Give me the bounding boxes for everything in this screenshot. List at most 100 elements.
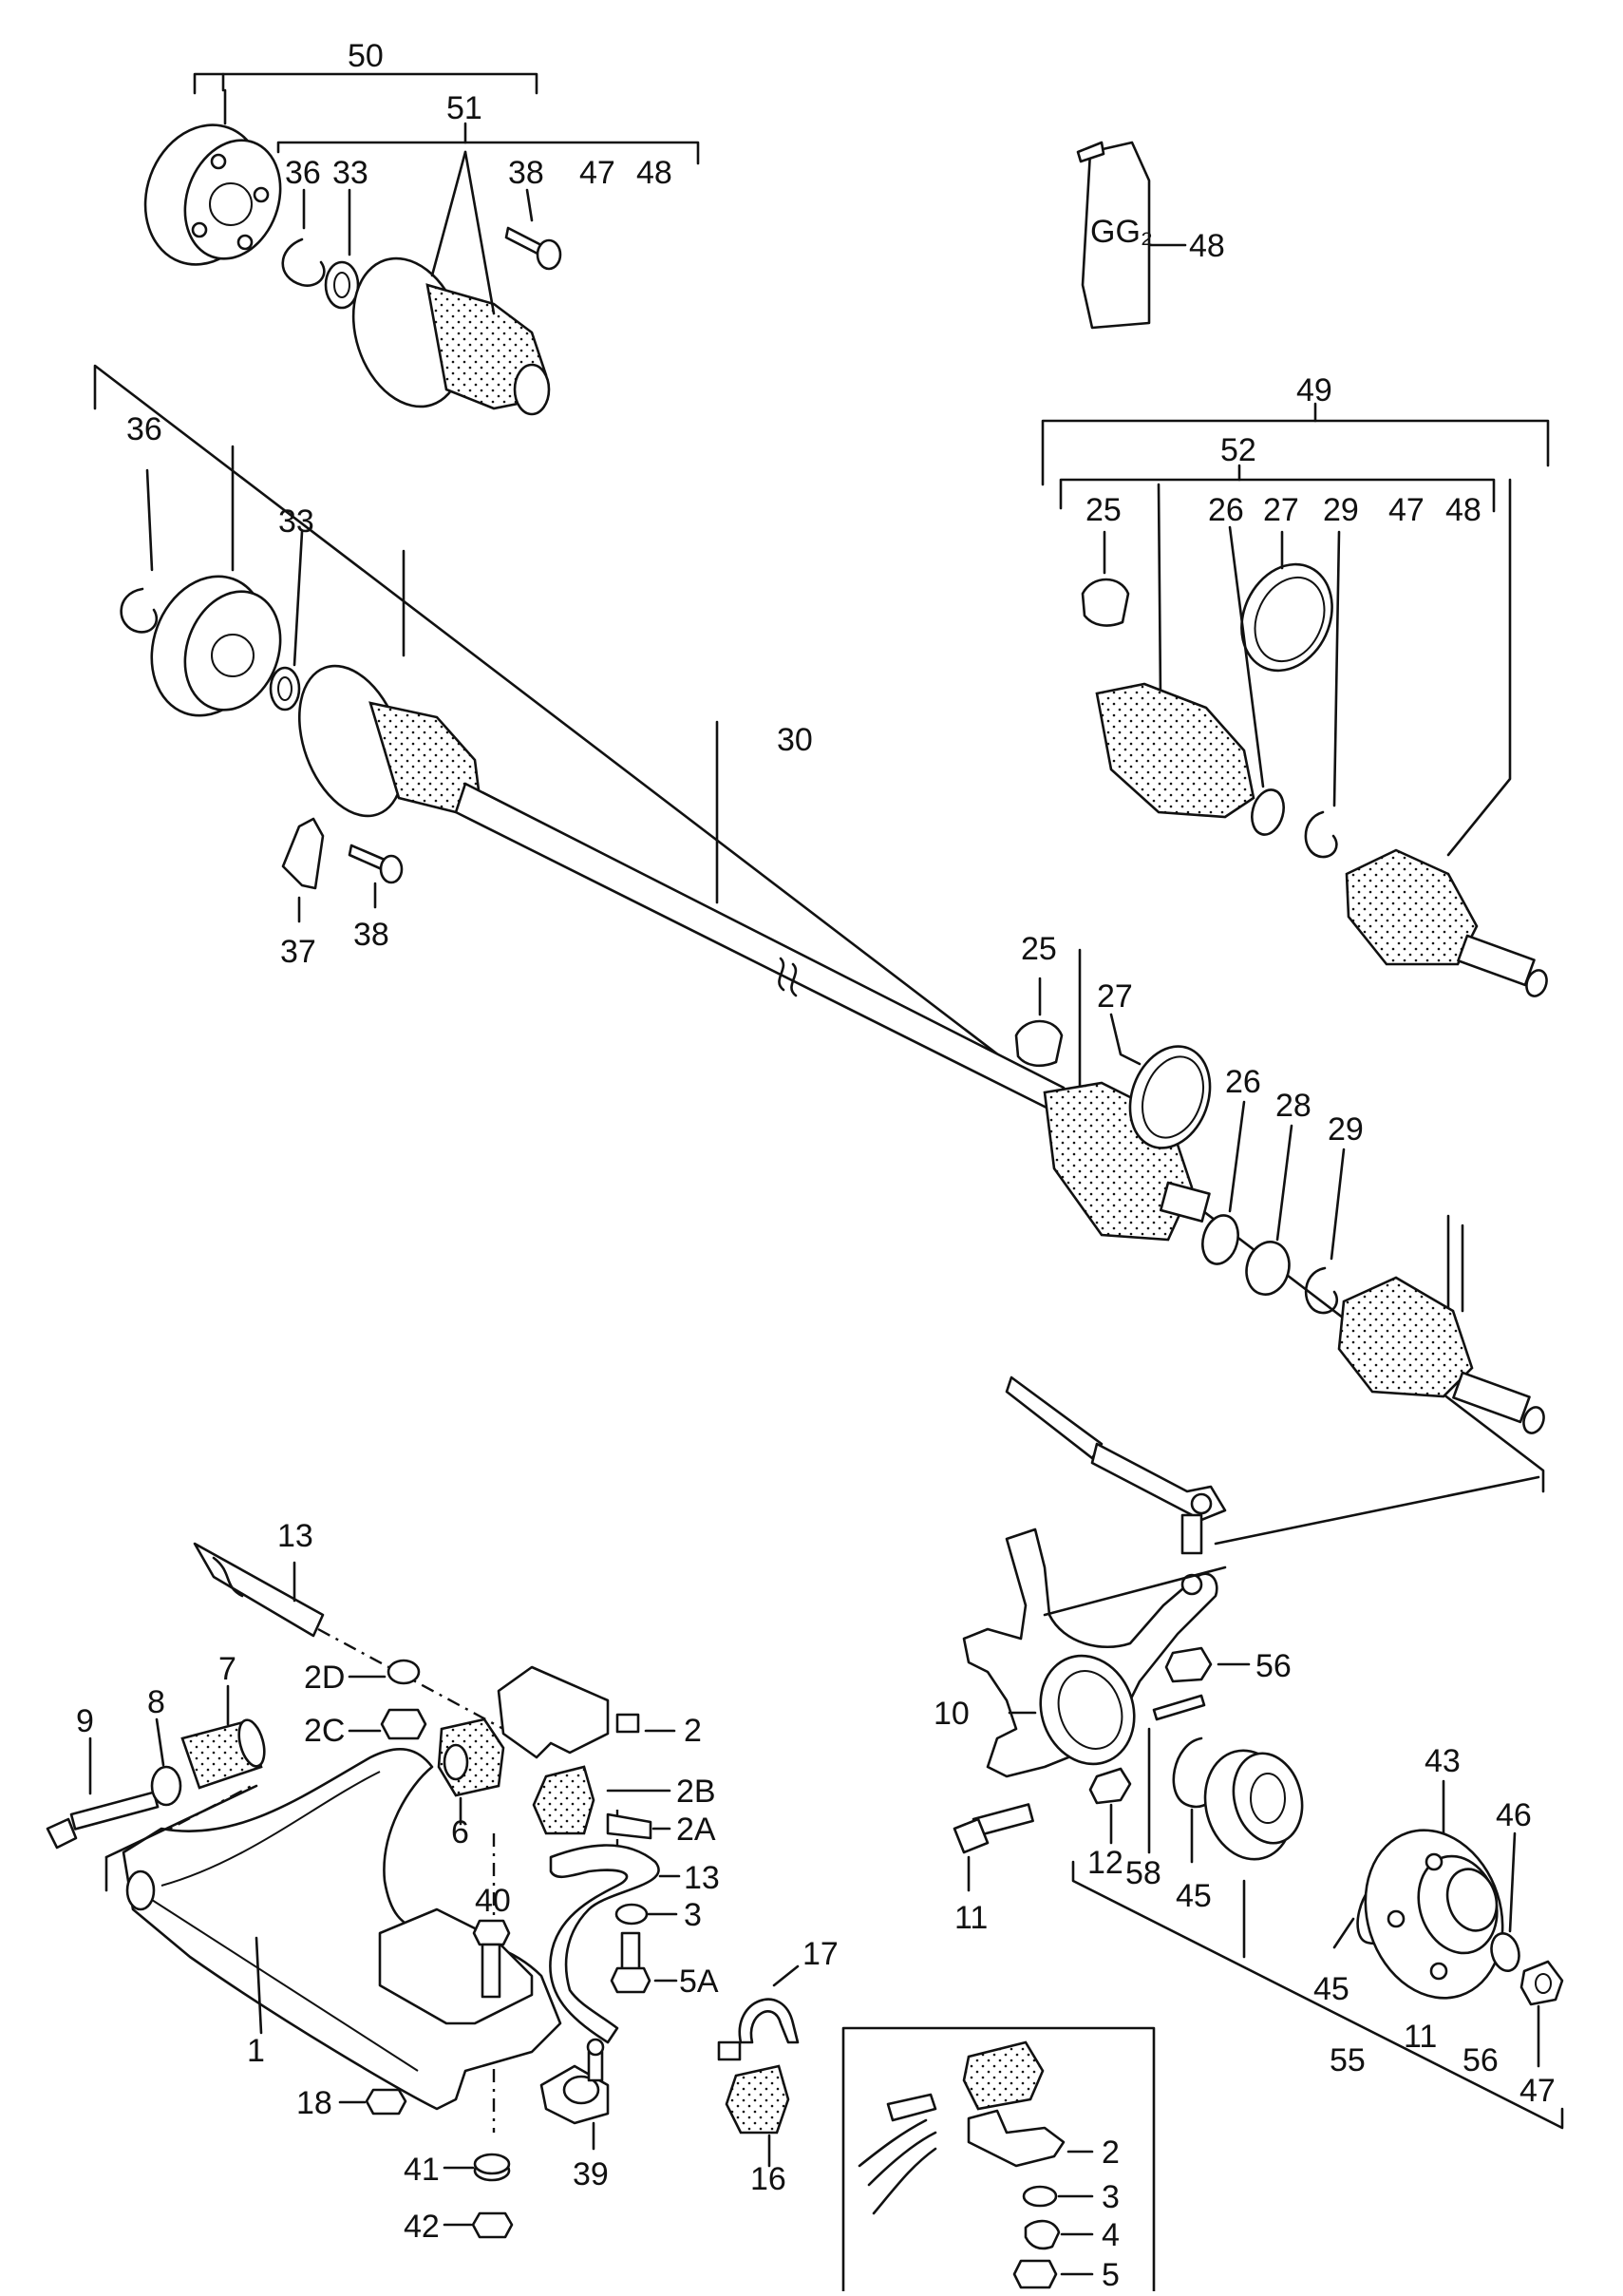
label-55: 55: [1330, 2042, 1366, 2078]
part-3-washer: [614, 1903, 678, 1926]
part-2B-bushing: [532, 1765, 671, 1835]
label-47: 47: [1388, 492, 1425, 528]
group-50-bracket: [193, 72, 700, 165]
part-46-washer: [1490, 1831, 1520, 1972]
label-45: 45: [1176, 1878, 1212, 1914]
part-42-nut: [443, 2211, 514, 2239]
label-37: 37: [280, 934, 316, 970]
tube-marking: GG₂: [1090, 214, 1153, 250]
part-47-nut: [1519, 1960, 1564, 2068]
label-26: 26: [1225, 1064, 1261, 1100]
label-26: 26: [1208, 492, 1244, 528]
part-2C-nut: [348, 1708, 427, 1740]
part-12-nut: [1088, 1767, 1132, 1845]
label-7: 7: [218, 1651, 236, 1687]
part-16-bushing: [725, 2064, 790, 2168]
label-28: 28: [1275, 1088, 1312, 1124]
label-47: 47: [579, 155, 615, 191]
label-48: 48: [636, 155, 672, 191]
part-41-washer: [443, 2153, 511, 2182]
part-36-circlip: [281, 188, 326, 287]
part-39-ball-joint: [539, 2038, 610, 2151]
label-30: 30: [777, 722, 813, 758]
part-2A-clamp: [606, 1812, 671, 1840]
label-38: 38: [508, 155, 544, 191]
part-38-bolt-top: [504, 188, 562, 271]
label-39: 39: [573, 2156, 609, 2192]
label-56: 56: [1463, 2042, 1499, 2078]
part-29-circlip-upper: [1304, 530, 1341, 859]
label-29: 29: [1328, 1111, 1364, 1148]
part-36-circlip-left: [120, 468, 159, 634]
part-51-cv-boot-joint: [351, 150, 551, 416]
label-47: 47: [1519, 2073, 1556, 2109]
part-17-clamp: [717, 1964, 800, 2061]
part-13-stabilizer-bar-lower: [549, 1844, 681, 2044]
label-2: 2: [1102, 2135, 1120, 2171]
part-cv-flange-left: [150, 575, 282, 717]
part-8-washer: [150, 1717, 182, 1807]
label-13: 13: [277, 1518, 313, 1554]
part-38-bolt-left: [348, 844, 404, 909]
label-33: 33: [278, 503, 314, 540]
label-12: 12: [1087, 1845, 1123, 1881]
part-50-cv-flange: [143, 88, 282, 266]
label-18: 18: [296, 2085, 332, 2121]
label-2C: 2C: [304, 1713, 345, 1749]
label-25: 25: [1021, 931, 1057, 967]
part-29-circlip-lower: [1304, 1148, 1346, 1315]
part-27-clamp-band-upper: [1240, 530, 1333, 673]
label-50: 50: [348, 38, 384, 74]
label-9: 9: [76, 1703, 94, 1739]
label-41: 41: [404, 2152, 440, 2188]
label-52: 52: [1220, 432, 1256, 468]
part-13-stabilizer-bar-upper: [193, 1542, 325, 1638]
label-11: 11: [954, 1900, 988, 1936]
label-58: 58: [1125, 1855, 1161, 1891]
label-4: 4: [1102, 2217, 1120, 2253]
group-49-bracket: [1041, 402, 1550, 857]
label-2B: 2B: [676, 1774, 716, 1810]
part-labels: 50 51 36 33 38 47 48 48 36 33 37 38 30 4…: [76, 38, 1556, 2293]
label-48: 48: [1189, 228, 1225, 264]
label-49: 49: [1296, 372, 1332, 408]
label-56: 56: [1255, 1648, 1292, 1684]
part-52-boot-upper: [1095, 682, 1255, 819]
label-2: 2: [684, 1713, 702, 1749]
part-9-bolt: [46, 1736, 160, 1850]
label-25: 25: [1085, 492, 1122, 528]
label-10: 10: [934, 1696, 970, 1732]
part-2D-washer: [348, 1659, 421, 1685]
label-8: 8: [147, 1684, 165, 1720]
label-46: 46: [1496, 1797, 1532, 1833]
label-2A: 2A: [676, 1812, 716, 1848]
part-tie-rod: [1005, 1376, 1540, 1555]
part-25-clamp-upper: [1081, 530, 1130, 627]
label-2D: 2D: [304, 1660, 345, 1696]
label-45: 45: [1313, 1971, 1349, 2007]
label-5A: 5A: [679, 1964, 719, 2000]
label-3: 3: [1102, 2179, 1120, 2215]
part-5A-bolt: [610, 1931, 678, 1994]
label-33: 33: [332, 155, 368, 191]
label-48: 48: [1445, 492, 1481, 528]
label-13: 13: [684, 1860, 720, 1896]
label-17: 17: [802, 1936, 839, 1972]
label-11: 11: [1404, 2019, 1437, 2055]
part-27-clamp-band-lower: [1109, 1013, 1212, 1149]
part-33-washer: [324, 188, 360, 310]
part-outer-cv-joint-upper: [1345, 848, 1548, 997]
label-51: 51: [446, 90, 482, 126]
part-outer-cv-joint-lower: [1337, 1276, 1545, 1434]
part-37-lock-plate: [281, 817, 325, 923]
label-1: 1: [247, 2033, 265, 2069]
part-18-nut: [338, 2088, 407, 2116]
part-6-bushing: [437, 1717, 505, 1826]
group-55-bracket: [1071, 1860, 1564, 2130]
part-11-bolt: [953, 1803, 1034, 1892]
label-6: 6: [451, 1814, 469, 1850]
label-42: 42: [404, 2209, 440, 2245]
part-56-nut-top: [1164, 1646, 1251, 1683]
part-2-bracket: [497, 1665, 676, 1759]
part-40-bolt: [472, 1919, 511, 1999]
